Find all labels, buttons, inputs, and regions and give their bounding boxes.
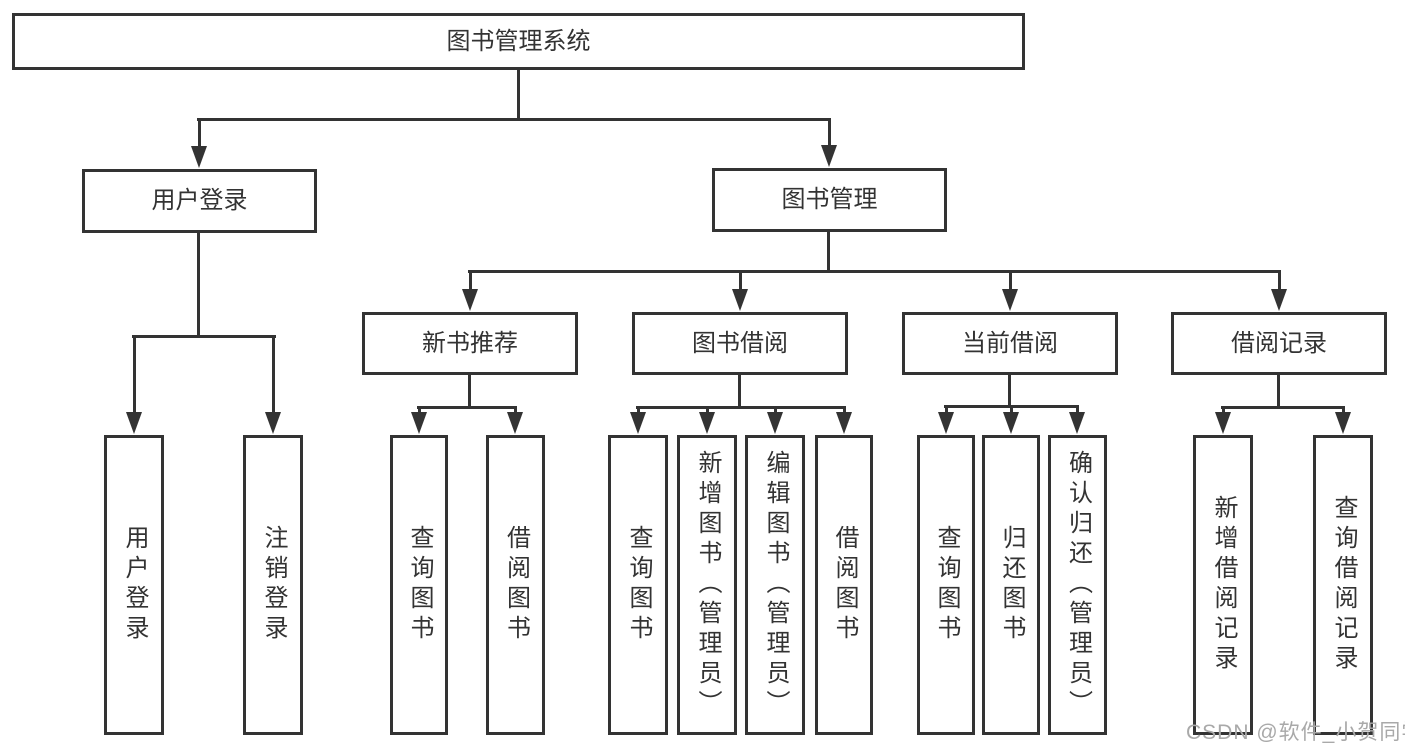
node-label: 编辑图书（管理员） [762,450,789,720]
node-label: 图书管理 [781,186,878,213]
node-logout-leaf: 注销登录 [243,435,303,735]
connector-line [738,375,741,409]
node-book-borrowing: 图书借阅 [632,312,848,375]
arrow-down-icon [1003,412,1019,434]
node-query-books-current: 查询图书 [917,435,975,735]
connector-arrow-stem [945,405,948,418]
node-label: 用户登录 [121,525,148,645]
arrow-down-icon [699,412,715,434]
node-return-books: 归还图书 [982,435,1040,735]
connector-line [468,375,471,409]
arrow-down-icon [126,412,142,434]
connector-line [1277,375,1280,409]
connector-arrow-stem [828,118,831,151]
node-label: 新增借阅记录 [1210,495,1237,675]
node-label: 新书推荐 [422,329,518,357]
node-user-login: 用户登录 [82,169,317,233]
node-label: 归还图书 [998,525,1025,645]
connector-line [1008,375,1011,408]
node-add-books-admin: 新增图书（管理员） [677,435,737,735]
node-new-book-recommend: 新书推荐 [362,312,578,375]
connector-line [636,406,846,409]
node-borrow-books-borrowing: 借阅图书 [815,435,873,735]
connector-line [517,70,520,120]
connector-line [197,118,831,121]
connector-arrow-stem [469,270,472,295]
node-label: 注销登录 [260,525,287,645]
arrow-down-icon [1335,412,1351,434]
connector-line [417,406,517,409]
connector-arrow-stem [1076,405,1079,418]
arrow-down-icon [732,289,748,311]
node-root: 图书管理系统 [12,13,1025,70]
arrow-down-icon [767,412,783,434]
node-borrow-books-recommend: 借阅图书 [486,435,545,735]
connector-arrow-stem [1278,270,1281,295]
csdn-watermark: CSDN @软件_小贺同学 [1186,721,1405,744]
connector-line [132,335,276,338]
connector-arrow-stem [739,270,742,295]
node-label: 查询图书 [933,525,960,645]
arrow-down-icon [836,412,852,434]
node-label: 借阅图书 [502,525,530,645]
node-current-borrowing: 当前借阅 [902,312,1118,375]
node-label: 查询图书 [625,525,652,645]
connector-arrow-stem [133,335,136,418]
node-confirm-return-admin: 确认归还（管理员） [1048,435,1107,735]
node-query-borrow-record: 查询借阅记录 [1313,435,1373,735]
arrow-down-icon [191,146,207,168]
arrow-down-icon [462,289,478,311]
node-label: 图书借阅 [692,329,788,357]
arrow-down-icon [1271,289,1287,311]
arrow-down-icon [1215,412,1231,434]
connector-line [468,270,1281,273]
arrow-down-icon [630,412,646,434]
node-edit-books-admin: 编辑图书（管理员） [745,435,805,735]
node-query-books-recommend: 查询图书 [390,435,448,735]
arrow-down-icon [821,145,837,167]
node-label: 借阅图书 [831,525,858,645]
arrow-down-icon [1002,289,1018,311]
connector-line [827,232,830,272]
arrow-down-icon [265,412,281,434]
node-label: 借阅记录 [1231,329,1327,357]
node-label: 图书管理系统 [446,27,591,55]
node-add-borrow-record: 新增借阅记录 [1193,435,1253,735]
node-borrowing-records: 借阅记录 [1171,312,1387,375]
node-label: 新增图书（管理员） [694,450,721,720]
node-query-books-borrowing: 查询图书 [608,435,668,735]
node-label: 当前借阅 [962,329,1058,357]
connector-arrow-stem [198,118,201,152]
arrow-down-icon [507,412,523,434]
node-label: 确认归还（管理员） [1064,450,1092,720]
node-label: 查询借阅记录 [1330,495,1357,675]
connector-line [197,233,200,337]
connector-line [1221,406,1345,409]
arrow-down-icon [1069,412,1085,434]
node-label: 查询图书 [406,525,433,645]
connector-arrow-stem [1010,405,1013,418]
connector-arrow-stem [272,335,275,418]
arrow-down-icon [938,412,954,434]
node-book-management: 图书管理 [712,168,947,232]
node-user-login-leaf: 用户登录 [104,435,164,735]
node-label: 用户登录 [151,187,248,214]
arrow-down-icon [411,412,427,434]
connector-arrow-stem [1009,270,1012,295]
